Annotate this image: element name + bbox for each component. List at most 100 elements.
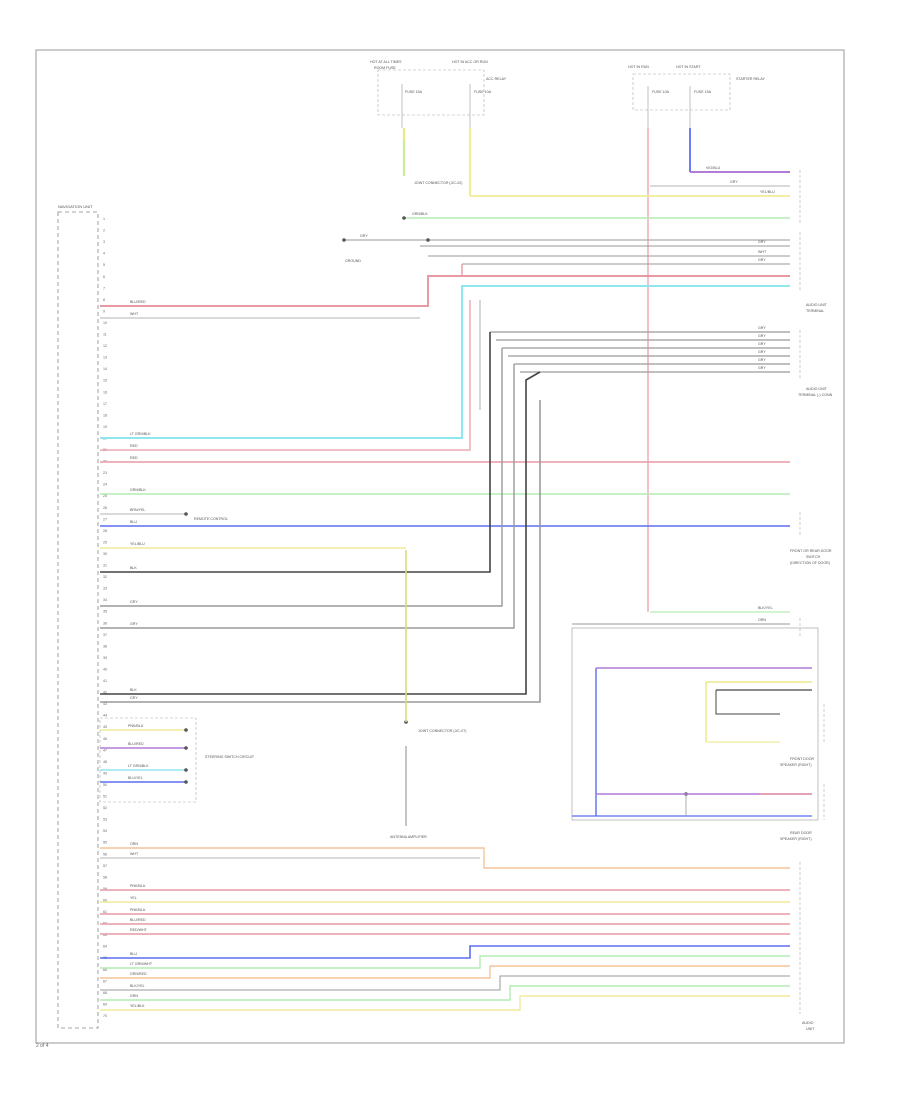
head-unit-pin: 17 (103, 402, 107, 406)
right-comp-1-sub: TERMINAL (806, 309, 824, 313)
head-unit-pin: 24 (103, 483, 107, 487)
head-unit-label: NAVIGATION UNIT (58, 204, 93, 209)
wire-label: YEL (130, 896, 137, 900)
wire-label: RED (130, 444, 138, 448)
head-unit-pin: 36 (103, 621, 107, 625)
head-unit-pin: 57 (103, 864, 107, 868)
head-unit-pin: 68 (103, 991, 107, 995)
splice-point (184, 512, 188, 516)
wire (100, 332, 491, 573)
head-unit-pin: 13 (103, 356, 107, 360)
wire-label: GRY (758, 326, 766, 330)
wire-label: GRY (130, 622, 138, 626)
head-unit-pin: 1 (103, 217, 105, 221)
head-unit-pin: 59 (103, 887, 107, 891)
page-footer: 2 of 4 (36, 1043, 49, 1049)
wire-label: GRN/BLK (412, 212, 428, 216)
head-unit-pin: 53 (103, 818, 107, 822)
wire-label: WHT (130, 852, 139, 856)
head-unit-pin: 29 (103, 540, 107, 544)
head-unit-pin: 5 (103, 263, 105, 267)
head-unit-pin: 33 (103, 587, 107, 591)
head-unit-pin: 49 (103, 771, 107, 775)
head-unit-pin: 27 (103, 517, 107, 521)
wire-label: BLU/RED (130, 300, 146, 304)
head-unit-pin: 51 (103, 795, 107, 799)
wire-label: PNK/BLU (130, 908, 146, 912)
wire (100, 995, 790, 1011)
head-unit-pin: 35 (103, 610, 107, 614)
ground-label: GROUND (345, 259, 361, 263)
head-unit-pin: 44 (103, 714, 107, 718)
top-fuse-group-right: HOT IN RUN FUSE 10A HOT IN START STARTER… (628, 65, 766, 128)
wire (100, 400, 541, 703)
head-unit-pin-column: 1234567891011121314151617181920212223242… (103, 217, 107, 1018)
top-comp-1-fuse: FUSE 15A (405, 90, 423, 94)
head-unit-pin: 4 (103, 252, 105, 256)
head-unit-pin: 15 (103, 379, 107, 383)
top-comp-3-fuse: FUSE 10A (652, 90, 670, 94)
wire (100, 300, 471, 451)
head-unit-pin: 46 (103, 737, 107, 741)
wire (100, 847, 790, 869)
wire-label: VIO/BLU (706, 166, 721, 170)
wire-label: BLU (130, 952, 137, 956)
wire (100, 985, 790, 1001)
wire-label: GRY (758, 366, 766, 370)
speaker-group-box (571, 627, 819, 821)
diagram-frame (35, 49, 845, 1044)
head-unit-pin: 63 (103, 933, 107, 937)
wire (100, 975, 790, 991)
wire (100, 965, 790, 979)
wire-label: BLU/RED (130, 918, 146, 922)
splice-point (184, 768, 188, 772)
wire-label: GRY (130, 696, 138, 700)
head-unit-pin: 16 (103, 390, 107, 394)
top-comp-2-fuse: FUSE 10A (474, 90, 492, 94)
wire-label: BRN/YEL (130, 508, 145, 512)
head-unit-pin: 11 (103, 333, 107, 337)
head-unit-pin: 61 (103, 910, 107, 914)
wire-label: GRY (758, 350, 766, 354)
wire-label: PNK/BLU (128, 724, 144, 728)
right-comp-3-label: FRONT OR REAR DOOR (790, 549, 832, 553)
wire-label: GRY (758, 358, 766, 362)
head-unit-pin: 18 (103, 413, 107, 417)
right-connectors (799, 170, 825, 1014)
wire-label: GRN/BLK (130, 488, 146, 492)
wire-label: GRN (130, 994, 138, 998)
head-unit-pin: 6 (103, 275, 105, 279)
wire-label: YEL/BLU (130, 542, 145, 546)
remote-label: REMOTE CONTROL (194, 517, 228, 521)
right-comp-3-sub: SWITCH (806, 555, 821, 559)
wire-label: LT GRN/BLK (128, 764, 149, 768)
right-comp-5-label: REAR DOOR (790, 831, 812, 835)
wire-label: WHT (130, 312, 139, 316)
wire-layer: GRN/BLK YEL/BLU GRY VIO/BLU GRY GRY WHT GRY BLU/… (100, 166, 790, 1011)
front-speaker-wires (595, 667, 812, 816)
wire-label: BLK (130, 688, 137, 692)
head-unit-pin: 37 (103, 633, 107, 637)
right-comp-3-sub2: (DIRECTION OF DOOR) (790, 561, 830, 565)
right-comp-4-label: FRONT DOOR (790, 757, 814, 761)
top-comp-2-label: HOT IN ACC OR RUN (452, 60, 488, 64)
head-unit-pin: 7 (103, 286, 105, 290)
wire (100, 371, 541, 695)
top-comp-2-text: ACC RELAY (486, 77, 507, 81)
splice-point (184, 746, 188, 750)
top-comp-4-fuse: FUSE 15A (694, 90, 712, 94)
wire (100, 275, 790, 307)
head-unit-pin: 38 (103, 644, 107, 648)
wire-label: LT GRN/WHT (130, 962, 153, 966)
wire-label: BLK/YEL (130, 984, 145, 988)
head-unit-pin: 26 (103, 506, 107, 510)
head-unit-pin: 55 (103, 841, 107, 845)
splice-point (184, 728, 188, 732)
wire-label: ORN (758, 618, 766, 622)
wire-label: BLK (130, 566, 137, 570)
head-unit-pin: 69 (103, 1002, 107, 1006)
head-unit-pin: 66 (103, 968, 107, 972)
wire-label: GRY (360, 234, 368, 238)
head-unit-pin: 52 (103, 806, 107, 810)
